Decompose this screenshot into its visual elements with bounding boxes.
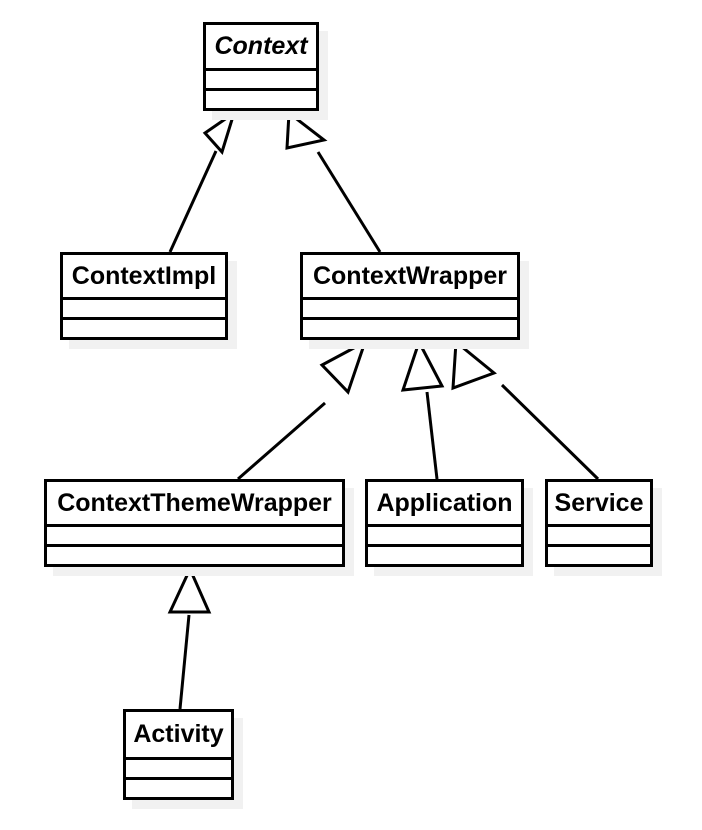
class-name-service: Service	[554, 488, 644, 517]
class-attributes-context	[206, 68, 316, 88]
class-name-context-wrapper: ContextWrapper	[312, 261, 507, 290]
class-name-context-theme-wrapper: ContextThemeWrapper	[57, 488, 332, 517]
class-name-activity: Activity	[133, 720, 224, 748]
class-operations-context	[206, 88, 316, 108]
edge-application-to-contextwrapper	[400, 338, 445, 480]
class-box-context[interactable]: Context	[203, 22, 319, 111]
class-box-service[interactable]: Service	[545, 479, 653, 567]
class-box-context-wrapper[interactable]: ContextWrapper	[300, 252, 520, 340]
edge-service-to-contextwrapper	[451, 338, 600, 481]
class-operations-service	[548, 544, 650, 564]
class-box-application[interactable]: Application	[365, 479, 524, 567]
class-operations-context-theme-wrapper	[47, 544, 342, 564]
class-box-activity[interactable]: Activity	[123, 709, 234, 800]
class-attributes-context-impl	[63, 297, 225, 317]
class-name-context: Context	[214, 32, 308, 60]
class-name-context-impl: ContextImpl	[71, 261, 217, 290]
class-box-context-impl[interactable]: ContextImpl	[60, 252, 228, 340]
class-operations-activity	[126, 777, 231, 797]
class-operations-application	[368, 544, 521, 564]
edge-contextimpl-to-context	[168, 109, 237, 253]
class-operations-context-wrapper	[303, 317, 517, 337]
class-box-context-theme-wrapper[interactable]: ContextThemeWrapper	[44, 479, 345, 567]
class-attributes-service	[548, 524, 650, 544]
edge-activity-to-contextthemewrapper	[167, 565, 212, 710]
edge-contextwrapper-to-context	[285, 110, 382, 253]
class-attributes-context-theme-wrapper	[47, 524, 342, 544]
edge-contextthemewrapper-to-contextwrapper	[237, 338, 368, 481]
class-operations-context-impl	[63, 317, 225, 337]
class-attributes-context-wrapper	[303, 297, 517, 317]
class-name-application: Application	[376, 488, 513, 517]
class-attributes-activity	[126, 757, 231, 777]
class-attributes-application	[368, 524, 521, 544]
